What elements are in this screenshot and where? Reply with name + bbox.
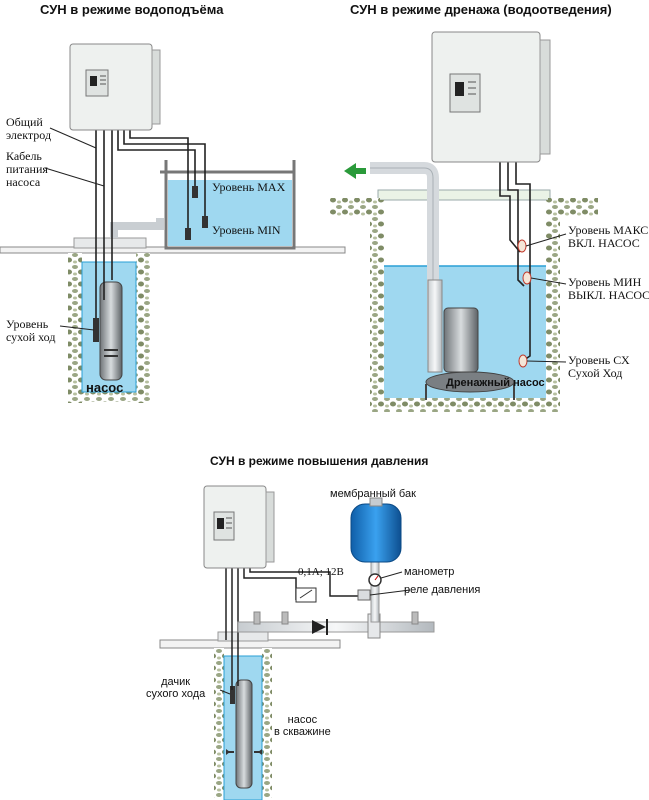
label-pressure-gauge: манометр [404,566,455,578]
drain-wall-left [330,198,380,216]
label-dry-run-sensor: дачик сухого хода [146,676,206,700]
drain-outlet-arrow [344,163,366,179]
drain-pit-bottom [370,398,560,412]
lift-outlet-pipe [110,218,164,238]
label-drain-pump: Дренажный насос [446,377,545,389]
label-membrane-tank: мембранный бак [330,488,416,500]
drain-controller-box [431,31,541,163]
pressure-main-pipe [237,621,435,633]
label-drain-level-max: Уровень МАКС ВКЛ. НАСОС [568,223,649,250]
label-drain-dry-run: Уровень СХ Сухой Ход [568,353,630,380]
title-lift: СУН в режиме водоподъёма [40,2,224,17]
label-lift-dry-run: Уровень сухой ход [6,317,56,344]
lift-well-wall-right [136,253,150,403]
drain-scene [330,31,598,412]
lift-tank [164,170,296,250]
drain-float-max [517,239,527,253]
lift-well-head [73,237,147,249]
drain-slab [377,189,551,201]
lift-controller-box [69,43,153,131]
pressure-switch [357,589,371,601]
drain-pump [443,307,479,373]
membrane-tank [350,503,402,563]
pressure-scene [159,485,435,800]
pressure-check-valve [312,620,326,634]
title-drain: СУН в режиме дренажа (водоотведения) [350,2,612,17]
lift-well-bottom [68,390,150,402]
label-drain-level-min: Уровень МИН ВЫКЛ. НАСОС [568,275,649,302]
lift-scene [0,43,346,403]
drain-wall-right [548,198,598,216]
label-pressure-switch: реле давления [404,584,481,596]
label-well-pump: насос в скважине [274,714,331,738]
drain-float-min [522,271,532,285]
label-lift-level-max: Уровень MAX [212,180,286,194]
label-switch-rating: 0,1А; 12В [298,566,344,578]
pressure-controller-box [203,485,267,569]
pressure-pump [235,679,253,789]
label-lift-level-min: Уровень MIN [212,223,281,237]
title-pressure: СУН в режиме повышения давления [210,454,429,468]
drain-float-dry [518,354,528,368]
label-common-electrode: Общий электрод [6,115,52,142]
label-lift-pump: насос [86,380,124,395]
label-power-cable: Кабель питания насоса [6,149,48,189]
